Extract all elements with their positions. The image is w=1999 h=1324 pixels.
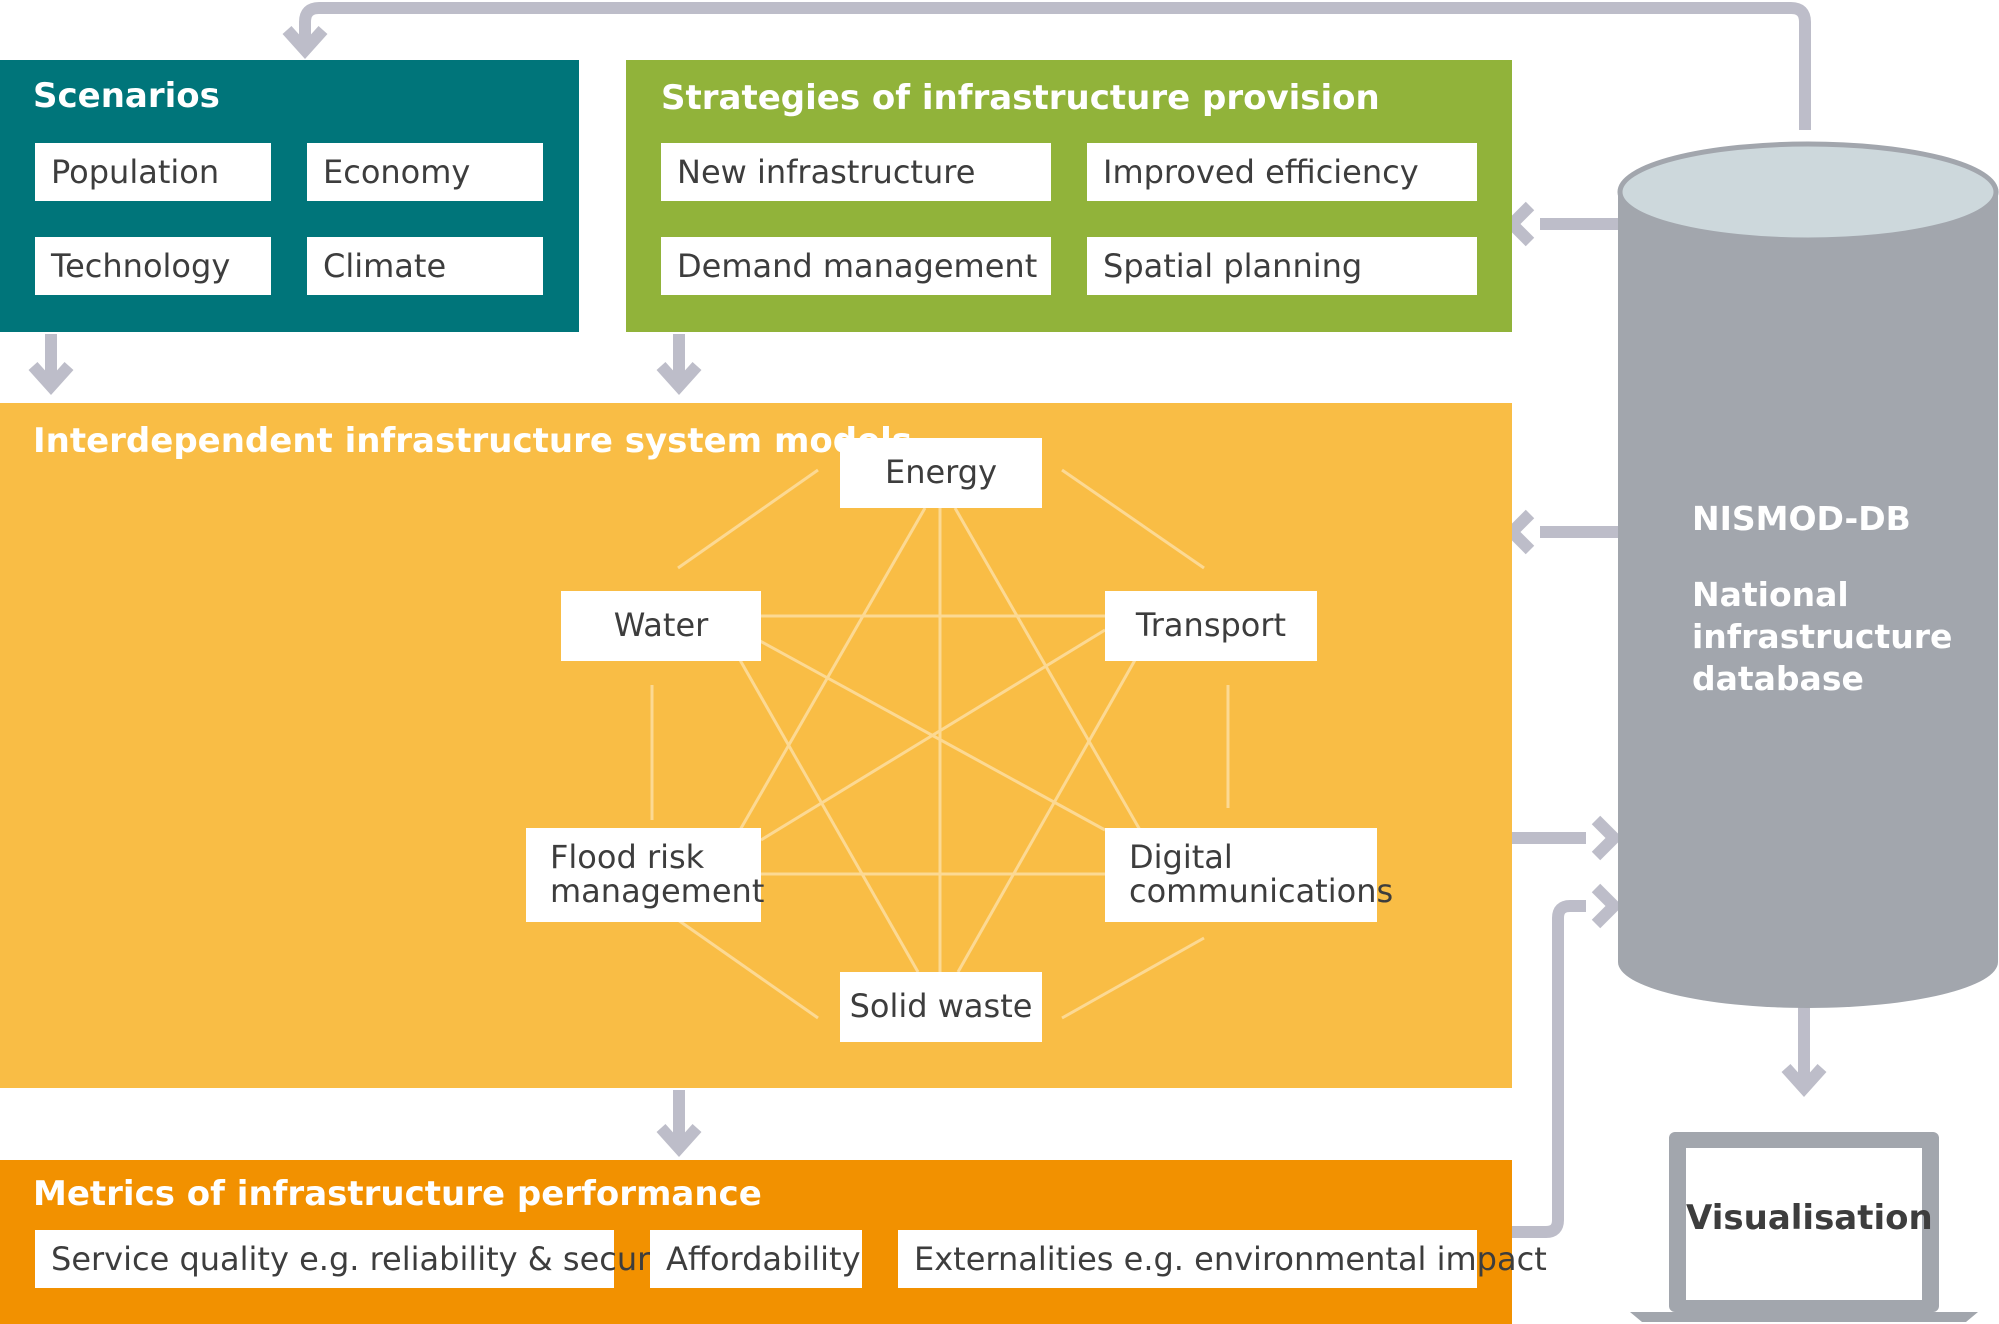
database-top [1617, 141, 1999, 243]
digital-label-line2: communications [1129, 872, 1394, 910]
strategies-title: Strategies of infrastructure provision [661, 78, 1380, 118]
database-desc-line2: infrastructure [1692, 617, 1953, 656]
scenario-population: Population [35, 143, 271, 201]
scenarios-title: Scenarios [33, 76, 220, 116]
node-transport: Transport [1105, 591, 1317, 661]
node-digital-communications: Digital communications [1105, 828, 1393, 922]
metric-externalities: Externalities e.g. environmental impact [898, 1230, 1547, 1288]
metric-affordability: Affordability [650, 1230, 862, 1288]
node-flood-risk-management: Flood risk management [526, 828, 765, 922]
flood-label-line1: Flood risk [550, 838, 705, 877]
strategy-demand-management: Demand management [661, 237, 1051, 295]
node-water: Water [561, 591, 761, 661]
strategy-spatial-planning: Spatial planning [1087, 237, 1477, 295]
scenario-economy: Economy [307, 143, 543, 201]
database-body [1618, 192, 1998, 1008]
scenario-climate: Climate [307, 237, 543, 295]
database-desc-line1: National [1692, 575, 1849, 614]
strategy-improved-efficiency: Improved efficiency [1087, 143, 1477, 201]
flood-label-line2: management [550, 872, 765, 910]
laptop-icon [1630, 1132, 1978, 1322]
arrow-db-to-scenarios [299, 2, 1811, 130]
node-energy: Energy [840, 438, 1042, 508]
metrics-title: Metrics of infrastructure performance [33, 1174, 762, 1214]
node-solid-waste: Solid waste [840, 972, 1042, 1042]
database-description: National infrastructure database [1692, 574, 1952, 700]
digital-label-line1: Digital [1129, 838, 1233, 877]
database-desc-line3: database [1692, 659, 1864, 698]
visualisation-label: Visualisation [1686, 1198, 1933, 1238]
scenario-technology: Technology [35, 237, 271, 295]
metric-service-quality: Service quality e.g. reliability & secur… [35, 1230, 691, 1288]
arrow-metrics-to-db [1512, 900, 1586, 1238]
models-title: Interdependent infrastructure system mod… [33, 421, 913, 461]
strategy-new-infrastructure: New infrastructure [661, 143, 1051, 201]
database-name: NISMOD-DB [1692, 499, 1911, 538]
